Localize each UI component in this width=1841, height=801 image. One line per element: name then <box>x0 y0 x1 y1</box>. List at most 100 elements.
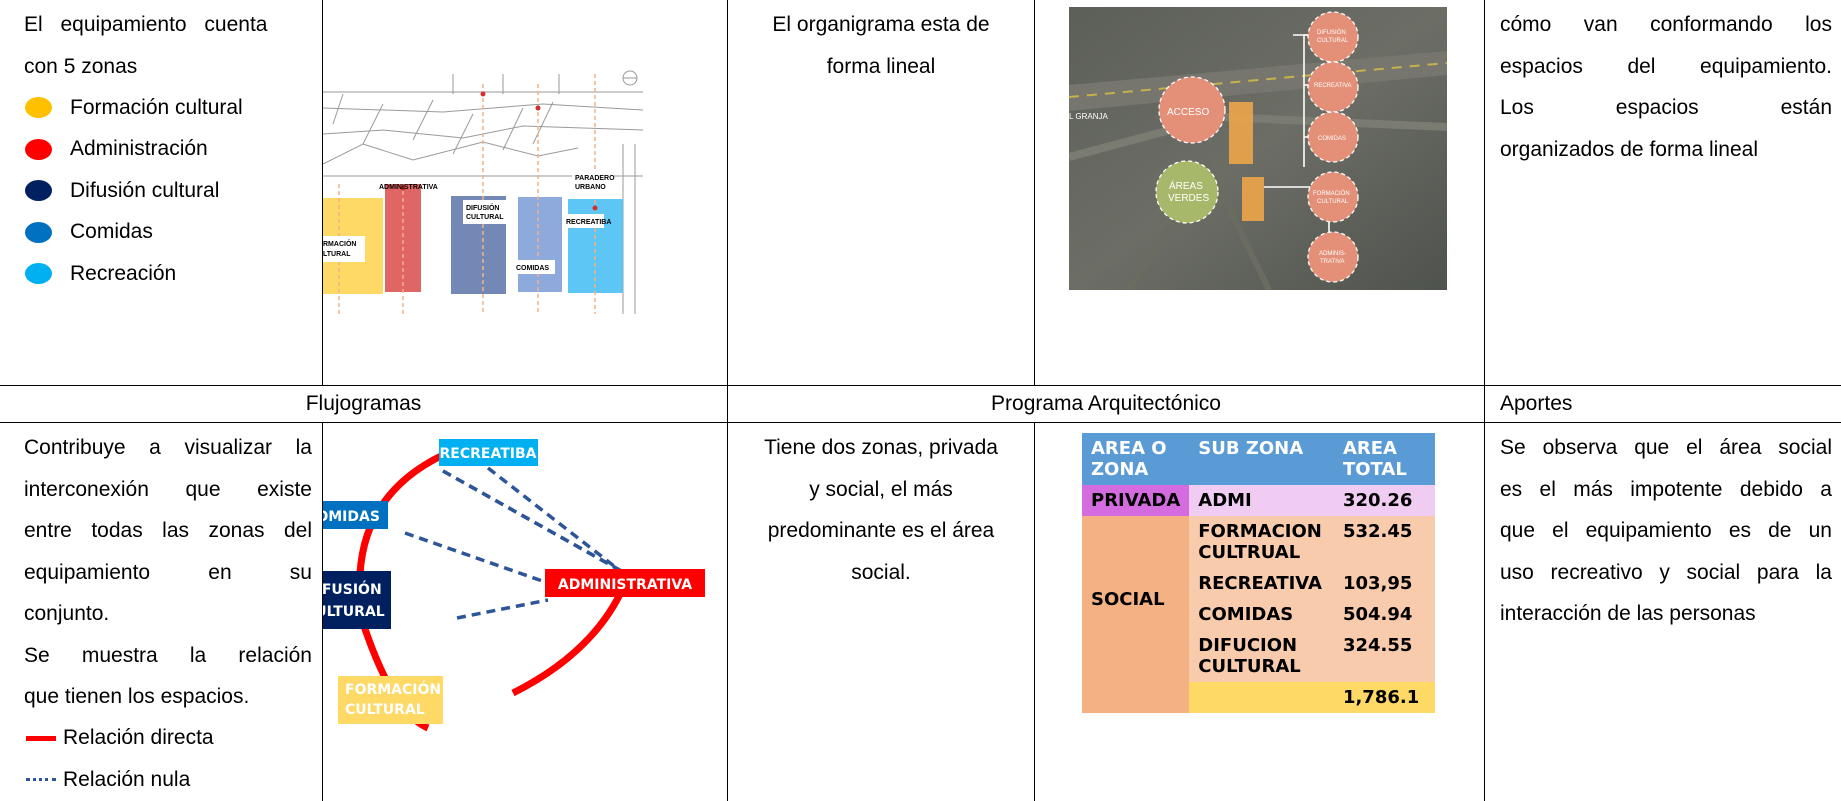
program-text-cell: Tiene dos zonas, privada y social, el má… <box>727 422 1035 801</box>
table-row: DIFUCION CULTURAL 324.55 <box>1082 630 1435 682</box>
zones-intro-text: El equipamiento cuenta <box>24 13 268 36</box>
zones-intro-line-2: con 5 zonas <box>24 54 138 78</box>
header-aportes-text: Aportes <box>1500 392 1573 415</box>
svg-text:RECREATIVA: RECREATIVA <box>1314 83 1351 89</box>
null-relation-line <box>404 531 549 585</box>
header-cell: SUB ZONA <box>1189 433 1334 485</box>
plan-label-formacion: RMACIÓN <box>323 239 356 248</box>
subzone-cell: DIFUCION CULTURAL <box>1189 630 1334 682</box>
dotted-line-icon <box>26 778 56 782</box>
node-comidas: COMIDAS <box>323 501 388 529</box>
subzone-cell: COMIDAS <box>1189 599 1334 630</box>
organigram-aerial-image: ACCESO ÁREAS VERDES DIFUSIÓN CULTURAL RE… <box>1069 7 1447 290</box>
legend-direct: Relación directa <box>24 718 322 760</box>
plan-label-paradero: PARADERO <box>575 175 615 182</box>
svg-text:LTURAL: LTURAL <box>323 251 351 258</box>
zone-dot-icon <box>25 138 52 160</box>
zones-intro-line-1: El equipamiento cuenta <box>24 4 312 46</box>
svg-text:ÁREAS: ÁREAS <box>1169 179 1203 192</box>
plan-label-comidas: COMIDAS <box>516 265 549 272</box>
area-cell: 103,95 <box>1333 568 1435 599</box>
organigram-photo-cell: ACCESO ÁREAS VERDES DIFUSIÓN CULTURAL RE… <box>1034 0 1485 386</box>
svg-text:CULTURAL: CULTURAL <box>1317 199 1349 205</box>
organigram-text-cell: El organigrama esta de forma lineal <box>727 0 1035 386</box>
site-plan-image: PARADERO URBANO ADMINISTRATIVA DIFUSIÓN … <box>323 64 643 314</box>
header-cell: AREA O ZONA <box>1082 433 1190 485</box>
subzone-cell: FORMACION CULTRUAL <box>1189 516 1334 568</box>
table-row: SOCIAL FORMACION CULTRUAL 532.45 <box>1082 516 1435 682</box>
svg-text:URBANO: URBANO <box>575 184 606 191</box>
zone-label: Recreación <box>70 261 177 285</box>
organigram-node-areas <box>1155 160 1219 224</box>
site-plan-cell: PARADERO URBANO ADMINISTRATIVA DIFUSIÓN … <box>322 0 728 386</box>
empty-cell <box>1082 682 1190 713</box>
svg-text:FORMACIÓN: FORMACIÓN <box>345 680 441 698</box>
table-row: COMIDAS 504.94 <box>1082 599 1435 630</box>
program-table-cell: AREA O ZONA SUB ZONA AREA TOTAL PRIVADA … <box>1034 422 1485 801</box>
program-text-line: y social, el más <box>809 477 953 501</box>
svg-text:ADMINIS-: ADMINIS- <box>1319 251 1346 257</box>
table-total-row: 1,786.1 <box>1082 682 1435 713</box>
zone-label: Difusión cultural <box>70 178 220 202</box>
null-relation-line <box>456 598 549 620</box>
node-difusion: DIFUSIÓN CULTURAL <box>323 571 391 629</box>
svg-text:DIFUSIÓN: DIFUSIÓN <box>1317 29 1346 36</box>
zone-label: Formación cultural <box>70 95 243 119</box>
svg-text:CULTURAL: CULTURAL <box>345 702 425 718</box>
subzone-cell: ADMI <box>1189 485 1334 516</box>
node-formacion: FORMACIÓN CULTURAL <box>338 676 443 724</box>
svg-text:L GRANJA: L GRANJA <box>1069 112 1108 121</box>
svg-text:ADMINISTRATIVA: ADMINISTRATIVA <box>558 577 692 593</box>
organigram-node-acceso <box>1158 76 1226 144</box>
flow-text-line: que tienen los espacios. <box>24 685 250 708</box>
zone-dot-icon <box>25 180 52 202</box>
organigram-text-line: forma lineal <box>826 54 936 78</box>
null-relation-line <box>442 469 624 574</box>
svg-text:DIFUSIÓN: DIFUSIÓN <box>323 580 382 598</box>
table-row: RECREATIVA 103,95 <box>1082 568 1435 599</box>
zone-formacion: Formación cultural <box>24 87 322 129</box>
svg-text:CULTURAL: CULTURAL <box>466 214 504 221</box>
header-programa: Programa Arquitectónico <box>727 385 1485 423</box>
empty-cell <box>1189 682 1334 713</box>
area-cell: 532.45 <box>1333 516 1435 568</box>
zones-cell: El equipamiento cuenta con 5 zonas Forma… <box>0 0 323 386</box>
subzone-cell: RECREATIVA <box>1189 568 1334 599</box>
legend-null: Relación nula <box>24 759 322 801</box>
svg-text:CULTURAL: CULTURAL <box>323 604 385 620</box>
svg-text:RECREATIBA: RECREATIBA <box>440 446 537 462</box>
zone-dot-icon <box>25 221 52 243</box>
zone-dot-icon <box>25 263 52 285</box>
area-cell: 324.55 <box>1333 630 1435 682</box>
solid-line-icon <box>26 735 56 741</box>
zone-dot-icon <box>25 97 52 119</box>
svg-text:FORMACIÓN: FORMACIÓN <box>1313 190 1350 197</box>
null-relation-line <box>486 466 625 575</box>
program-table: AREA O ZONA SUB ZONA AREA TOTAL PRIVADA … <box>1082 433 1435 713</box>
flow-diagram: RECREATIBA COMIDAS DIFUSIÓN CULTURAL ADM… <box>323 439 705 732</box>
flow-diagram-cell: RECREATIBA COMIDAS DIFUSIÓN CULTURAL ADM… <box>322 422 728 801</box>
legend-direct-label: Relación directa <box>63 726 214 750</box>
header-flujogramas-text: Flujogramas <box>305 392 422 415</box>
header-flujogramas: Flujogramas <box>0 385 728 423</box>
zone-administracion: Administración <box>24 129 322 171</box>
zone-difusion: Difusión cultural <box>24 170 322 212</box>
zone-label: Administración <box>70 137 208 161</box>
direct-relation-line <box>511 586 627 697</box>
svg-text:COMIDAS: COMIDAS <box>1318 136 1346 142</box>
program-text-line: predominante es el área <box>767 519 995 542</box>
table-row: PRIVADA ADMI 320.26 <box>1082 485 1435 516</box>
flow-text-line: conjunto. <box>24 602 110 625</box>
organigram-text-line: El organigrama esta de <box>772 13 990 36</box>
spaces-line-4: organizados de forma lineal <box>1500 137 1758 161</box>
